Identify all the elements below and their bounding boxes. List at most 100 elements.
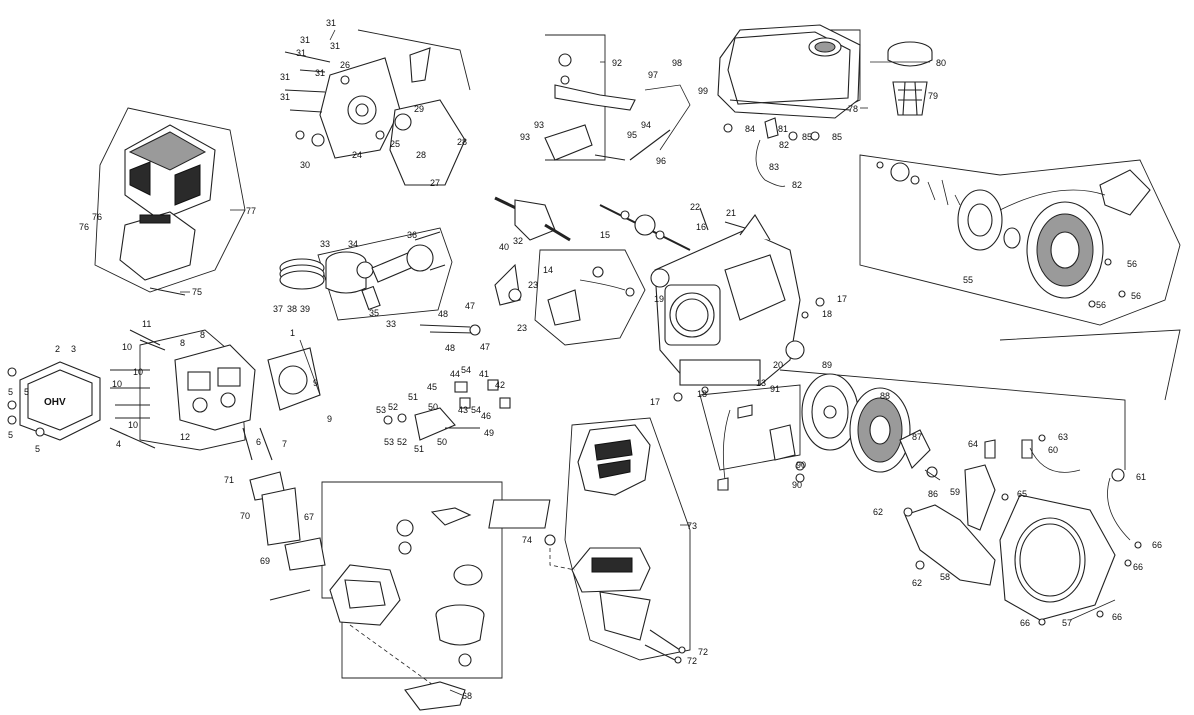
flywheel-fan-part <box>849 387 911 473</box>
callout-number: 50 <box>428 402 438 412</box>
callout-number: 43 <box>458 405 468 415</box>
fan-cover-part <box>999 494 1116 621</box>
callout-number: 52 <box>388 402 398 412</box>
callout-number: 40 <box>499 242 509 252</box>
callout-number: 28 <box>457 137 467 147</box>
callout-number: 79 <box>928 91 938 101</box>
callout-number: 90 <box>792 480 802 490</box>
callout-number: 61 <box>1136 472 1146 482</box>
leader-lines <box>180 29 1116 696</box>
callout-number: 97 <box>648 70 658 80</box>
callout-number: 68 <box>462 691 472 701</box>
callout-number: 62 <box>873 507 883 517</box>
callout-number: 41 <box>479 369 489 379</box>
callout-number: 26 <box>340 60 350 70</box>
callout-number: 48 <box>445 343 455 353</box>
callout-number: 35 <box>369 308 379 318</box>
callout-number: 17 <box>650 397 660 407</box>
callout-number: 60 <box>1048 445 1058 455</box>
callout-number: 63 <box>1058 432 1068 442</box>
callout-number: 87 <box>912 432 922 442</box>
callout-number: 84 <box>745 124 755 134</box>
callout-number: 38 <box>287 304 297 314</box>
callout-number: 64 <box>968 439 978 449</box>
callout-number: 3 <box>71 344 76 354</box>
callout-number: 54 <box>461 365 471 375</box>
air-filter-element-part <box>488 499 551 529</box>
governor-links-part <box>383 324 511 441</box>
callout-number: 23 <box>517 323 527 333</box>
flywheel-part <box>801 373 859 451</box>
crankcase-cover-part <box>319 57 401 159</box>
group-outline-head <box>139 329 246 451</box>
callout-number: 36 <box>407 230 417 240</box>
callout-number: 42 <box>495 380 505 390</box>
callout-number: 29 <box>414 104 424 114</box>
callout-number: 10 <box>128 420 138 430</box>
callout-number: 44 <box>450 369 460 379</box>
callout-number: 76 <box>92 212 102 222</box>
callout-number: 31 <box>326 18 336 28</box>
callout-number: 67 <box>304 512 314 522</box>
group-outline-muffler <box>94 107 246 293</box>
callout-number: 62 <box>912 578 922 588</box>
callout-number: 31 <box>280 72 290 82</box>
callout-number: 82 <box>779 140 789 150</box>
callout-number: 16 <box>696 222 706 232</box>
callout-number: 93 <box>534 120 544 130</box>
callout-number: 48 <box>438 309 448 319</box>
piston-part <box>325 251 367 294</box>
callout-number: 47 <box>480 342 490 352</box>
callout-number: 66 <box>1133 562 1143 572</box>
callout-number: 4 <box>116 439 121 449</box>
callout-number: 50 <box>437 437 447 447</box>
valve-cover-part: OHV <box>19 361 101 441</box>
carburetor-gaskets-part <box>249 471 466 711</box>
cylinder-head-part <box>174 344 256 431</box>
carburetor-part <box>269 507 485 691</box>
callout-number: 83 <box>769 162 779 172</box>
callout-number: 73 <box>687 521 697 531</box>
callout-number: 20 <box>773 360 783 370</box>
callout-number: 95 <box>627 130 637 140</box>
callout-number: 6 <box>256 437 261 447</box>
callout-number: 17 <box>837 294 847 304</box>
callout-number: 96 <box>656 156 666 166</box>
group-outline-piston-rod <box>317 227 453 321</box>
crankshaft-part <box>494 196 571 242</box>
fuel-strainer-part <box>892 81 928 116</box>
callout-number: 89 <box>822 360 832 370</box>
callout-number: 80 <box>936 58 946 68</box>
callout-number: 1 <box>290 328 295 338</box>
callout-number: 39 <box>300 304 310 314</box>
callout-number: 12 <box>180 432 190 442</box>
callout-number: 72 <box>698 647 708 657</box>
callout-number: 28 <box>416 150 426 160</box>
callout-number: 5 <box>24 387 29 397</box>
callout-number: 8 <box>180 338 185 348</box>
oil-sensor-part <box>547 266 635 326</box>
callout-number: 82 <box>792 180 802 190</box>
callout-number: 18 <box>697 389 707 399</box>
callout-number: 37 <box>273 304 283 314</box>
callout-number: 59 <box>950 487 960 497</box>
callout-number: 57 <box>1062 618 1072 628</box>
callout-number: 30 <box>300 160 310 170</box>
callout-number: 56 <box>1127 259 1137 269</box>
piston-rings-part <box>279 258 325 290</box>
group-outline-fan-cover <box>999 329 1181 401</box>
group-outline-governor-linkage <box>534 249 646 346</box>
callout-number: 86 <box>928 489 938 499</box>
callout-number: 85 <box>802 132 812 142</box>
callout-number: 5 <box>8 430 13 440</box>
head-bolts <box>7 329 166 437</box>
callout-number: 31 <box>315 68 325 78</box>
camshaft-part <box>599 204 691 251</box>
callout-number: 33 <box>386 319 396 329</box>
callout-number: 81 <box>778 124 788 134</box>
callout-number: 31 <box>330 41 340 51</box>
callout-number: 23 <box>528 280 538 290</box>
shroud-part <box>903 464 996 586</box>
fuel-cap-part <box>887 41 933 67</box>
